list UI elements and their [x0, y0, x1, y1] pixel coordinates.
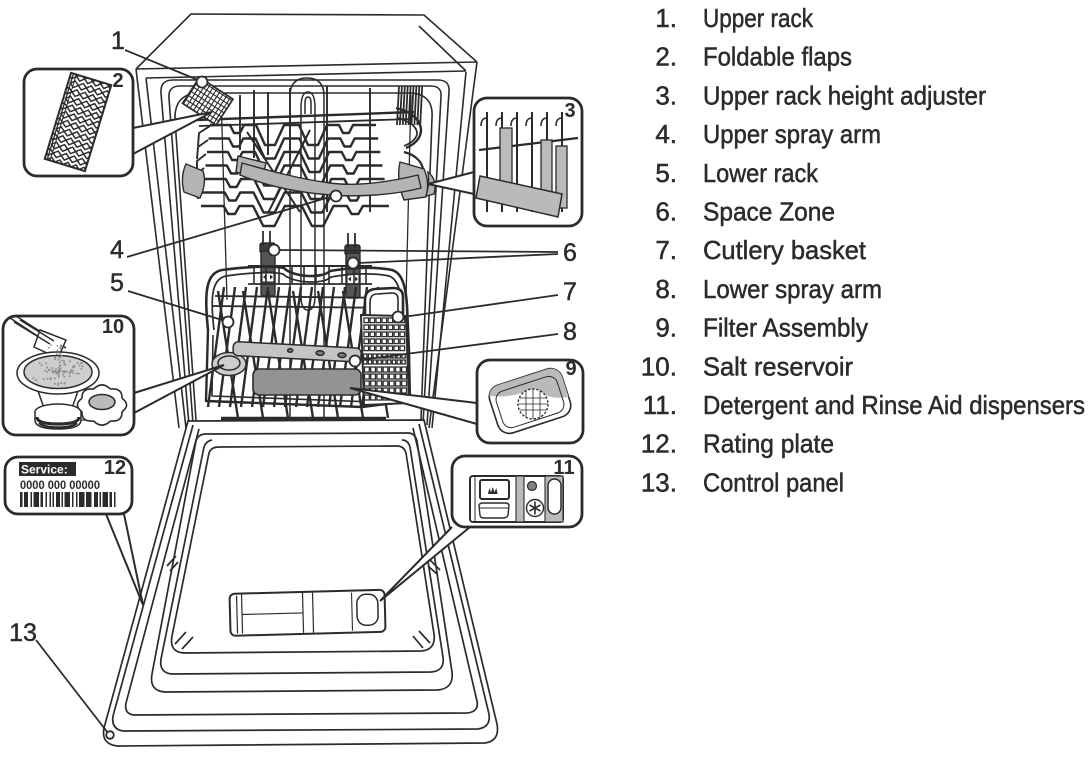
svg-text:Lower spray arm: Lower spray arm [703, 274, 882, 304]
svg-text:3.: 3. [655, 80, 677, 110]
svg-text:Salt reservoir: Salt reservoir [703, 351, 853, 381]
svg-text:4.: 4. [655, 119, 677, 149]
svg-text:Space Zone: Space Zone [703, 197, 835, 227]
svg-text:Foldable flaps: Foldable flaps [703, 42, 852, 72]
svg-text:8.: 8. [655, 274, 677, 304]
svg-text:Detergent and Rinse Aid dispen: Detergent and Rinse Aid dispensers [703, 390, 1085, 420]
svg-text:Upper rack height adjuster: Upper rack height adjuster [703, 80, 986, 110]
svg-text:9.: 9. [655, 313, 677, 343]
svg-text:Service:: Service: [21, 463, 68, 477]
svg-text:Upper spray arm: Upper spray arm [703, 119, 881, 149]
svg-text:Upper rack: Upper rack [703, 3, 814, 33]
svg-text:6.: 6. [655, 197, 677, 227]
svg-text:1: 1 [111, 27, 125, 55]
svg-text:2.: 2. [655, 42, 677, 72]
svg-text:5: 5 [110, 269, 124, 297]
svg-text:Rating plate: Rating plate [703, 429, 834, 459]
svg-text:13: 13 [9, 619, 37, 647]
svg-text:6: 6 [563, 239, 577, 267]
svg-text:Cutlery basket: Cutlery basket [703, 235, 867, 265]
svg-text:3: 3 [564, 100, 575, 122]
svg-text:11: 11 [553, 457, 574, 479]
svg-text:10.: 10. [641, 351, 677, 381]
svg-text:0000 000 00000: 0000 000 00000 [20, 478, 100, 492]
svg-text:1.: 1. [655, 3, 677, 33]
svg-text:2: 2 [112, 70, 123, 92]
svg-text:9: 9 [565, 358, 576, 380]
svg-text:Lower rack: Lower rack [703, 158, 819, 188]
svg-text:13.: 13. [641, 467, 677, 497]
svg-text:11.: 11. [643, 390, 677, 420]
svg-text:7: 7 [563, 278, 577, 306]
svg-text:10: 10 [102, 316, 124, 338]
svg-text:Control panel: Control panel [703, 467, 844, 497]
svg-text:8: 8 [563, 318, 577, 346]
svg-text:4: 4 [110, 236, 124, 264]
svg-text:12.: 12. [641, 429, 677, 459]
svg-text:7.: 7. [655, 235, 677, 265]
svg-text:5.: 5. [655, 158, 677, 188]
svg-text:Filter Assembly: Filter Assembly [703, 313, 868, 343]
svg-text:12: 12 [104, 457, 126, 479]
